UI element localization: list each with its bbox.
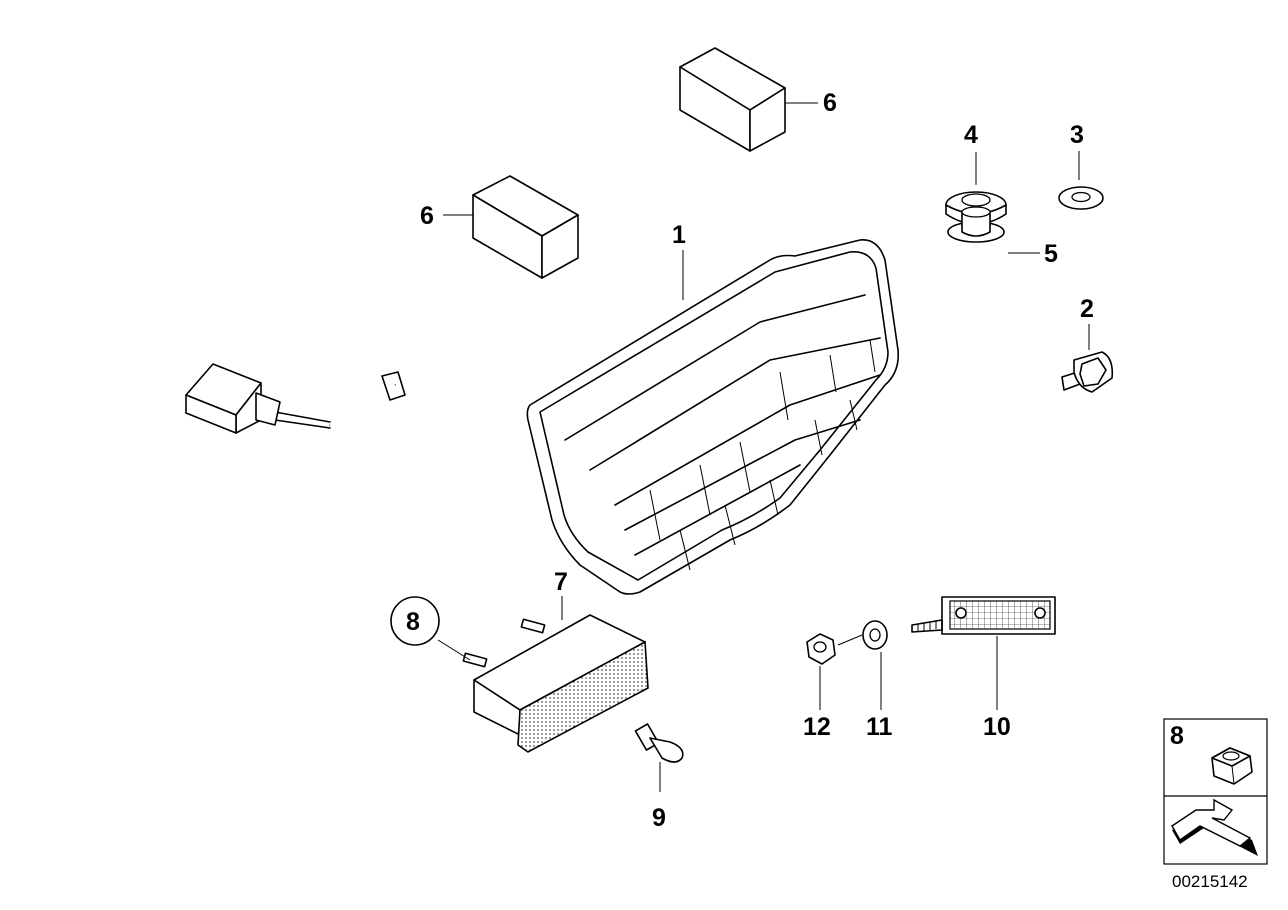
diagram-id: 00215142 — [1172, 872, 1248, 891]
part-10-reflector-light — [911, 596, 1056, 710]
part-5-spacer-bushing — [947, 206, 1040, 254]
part-8-callout-circle — [390, 596, 440, 646]
part-6-foam-block-left — [443, 175, 579, 279]
part-2-screw — [1061, 324, 1114, 393]
part-12-nut — [806, 633, 863, 710]
callout-5: 5 — [1044, 240, 1058, 268]
callout-11: 11 — [866, 713, 893, 741]
part-9-bulb — [634, 723, 684, 792]
callout-6-left: 6 — [420, 202, 434, 230]
part-1-tail-light — [185, 239, 900, 595]
callout-7: 7 — [554, 568, 568, 596]
nut-icon — [1211, 747, 1253, 785]
callout-1: 1 — [672, 221, 686, 249]
part-7-license-plate-light — [437, 596, 649, 753]
part-11-washer — [862, 620, 888, 710]
callout-6-top: 6 — [823, 89, 837, 117]
arrow-icon — [1171, 798, 1258, 856]
callout-12: 12 — [803, 713, 831, 741]
part-3-washer — [1058, 151, 1104, 210]
inset-number: 8 — [1170, 722, 1184, 750]
callout-8: 8 — [406, 608, 420, 636]
callout-4: 4 — [964, 121, 978, 149]
callout-9: 9 — [652, 804, 666, 832]
part-6-foam-block-top — [679, 47, 818, 152]
callout-3: 3 — [1070, 121, 1084, 149]
callout-10: 10 — [983, 713, 1011, 741]
inset-panel: 8 — [1163, 718, 1268, 865]
callout-2: 2 — [1080, 295, 1094, 323]
